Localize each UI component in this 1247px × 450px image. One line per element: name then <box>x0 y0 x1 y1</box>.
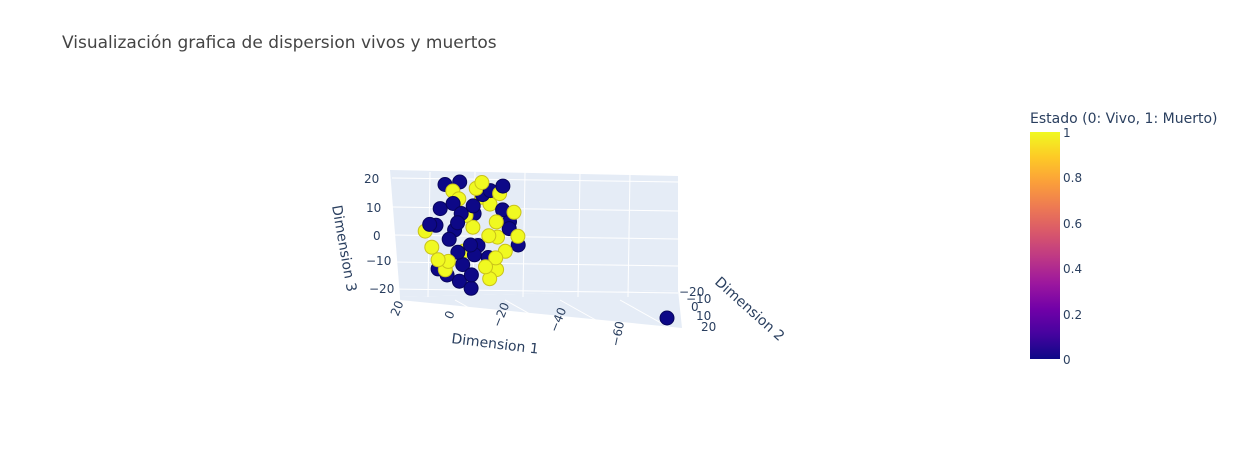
y-tick-label: 20 <box>701 320 716 334</box>
data-point-dead[interactable] <box>430 252 446 268</box>
colorbar-tick: 0.4 <box>1063 262 1082 276</box>
colorbar-title: Estado (0: Vivo, 1: Muerto) <box>1030 111 1217 127</box>
data-point-alive[interactable] <box>432 201 448 217</box>
data-point-dead[interactable] <box>506 204 522 220</box>
data-point-alive[interactable] <box>450 244 466 260</box>
data-point-dead[interactable] <box>481 228 497 244</box>
data-point-dead[interactable] <box>474 175 490 190</box>
data-point-alive[interactable] <box>463 280 479 296</box>
data-point-alive[interactable] <box>445 196 461 211</box>
data-point-dead[interactable] <box>424 239 440 255</box>
grid-line <box>504 299 556 329</box>
z-axis-ticks: 20 10 0 −10 −20 <box>364 172 394 296</box>
y-tick-label: 10 <box>696 309 711 323</box>
scatter-points[interactable] <box>417 174 675 326</box>
data-point-alive[interactable] <box>495 178 511 194</box>
colorbar-tick: 0 <box>1063 353 1071 367</box>
colorbar-tick: 0.6 <box>1063 217 1082 231</box>
data-point-dead[interactable] <box>478 259 493 275</box>
z-axis-title: Dimension 3 <box>328 204 359 293</box>
data-point-alive[interactable] <box>465 198 481 214</box>
data-point-dead[interactable] <box>488 250 504 266</box>
x-axis-title: Dimension 1 <box>451 331 540 358</box>
z-tick-label: 0 <box>373 229 381 243</box>
x-tick-label: 20 <box>388 299 407 318</box>
colorbar-gradient <box>1030 132 1060 359</box>
grid-line <box>577 171 581 298</box>
x-tick-label: −60 <box>608 320 627 348</box>
data-point-alive[interactable] <box>463 267 479 283</box>
y-tick-label: −10 <box>686 292 711 306</box>
grid-line <box>559 299 611 329</box>
grid-line <box>399 299 451 329</box>
y-axis-ticks: −20 −10 0 10 20 <box>679 285 716 334</box>
x-tick-label: 0 <box>442 309 458 321</box>
grid-line <box>619 299 671 329</box>
data-point-dead[interactable] <box>510 228 526 244</box>
scene-grid <box>391 171 679 329</box>
data-point-alive[interactable] <box>659 310 675 326</box>
grid-line <box>391 234 679 240</box>
colorbar: Estado (0: Vivo, 1: Muerto) 1 0.8 0.6 0.… <box>1030 111 1217 367</box>
grid-line <box>627 171 631 298</box>
grid-line <box>454 299 506 329</box>
data-point-dead[interactable] <box>465 219 481 235</box>
scene-floor-pane <box>400 290 682 328</box>
data-point-alive[interactable] <box>441 231 457 247</box>
data-point-alive[interactable] <box>451 273 467 289</box>
chart-title: Visualización grafica de dispersion vivo… <box>62 33 497 53</box>
colorbar-tick: 0.2 <box>1063 308 1082 322</box>
data-point-alive[interactable] <box>463 237 478 253</box>
data-point-alive[interactable] <box>422 216 438 232</box>
y-tick-label: 0 <box>691 300 699 314</box>
z-tick-label: 20 <box>364 172 379 186</box>
3d-scene[interactable] <box>390 170 682 329</box>
z-tick-label: 10 <box>366 201 381 215</box>
data-point-alive[interactable] <box>450 215 466 231</box>
colorbar-tick: 1 <box>1063 126 1071 140</box>
z-tick-label: −10 <box>366 254 391 268</box>
y-axis-title: Dimension 2 <box>711 274 787 345</box>
colorbar-tick: 0.8 <box>1063 171 1082 185</box>
scene-back-pane <box>390 170 678 297</box>
z-tick-label: −20 <box>369 282 394 296</box>
data-point-dead[interactable] <box>488 214 504 230</box>
grid-line <box>391 288 679 294</box>
y-tick-label: −20 <box>679 285 704 299</box>
